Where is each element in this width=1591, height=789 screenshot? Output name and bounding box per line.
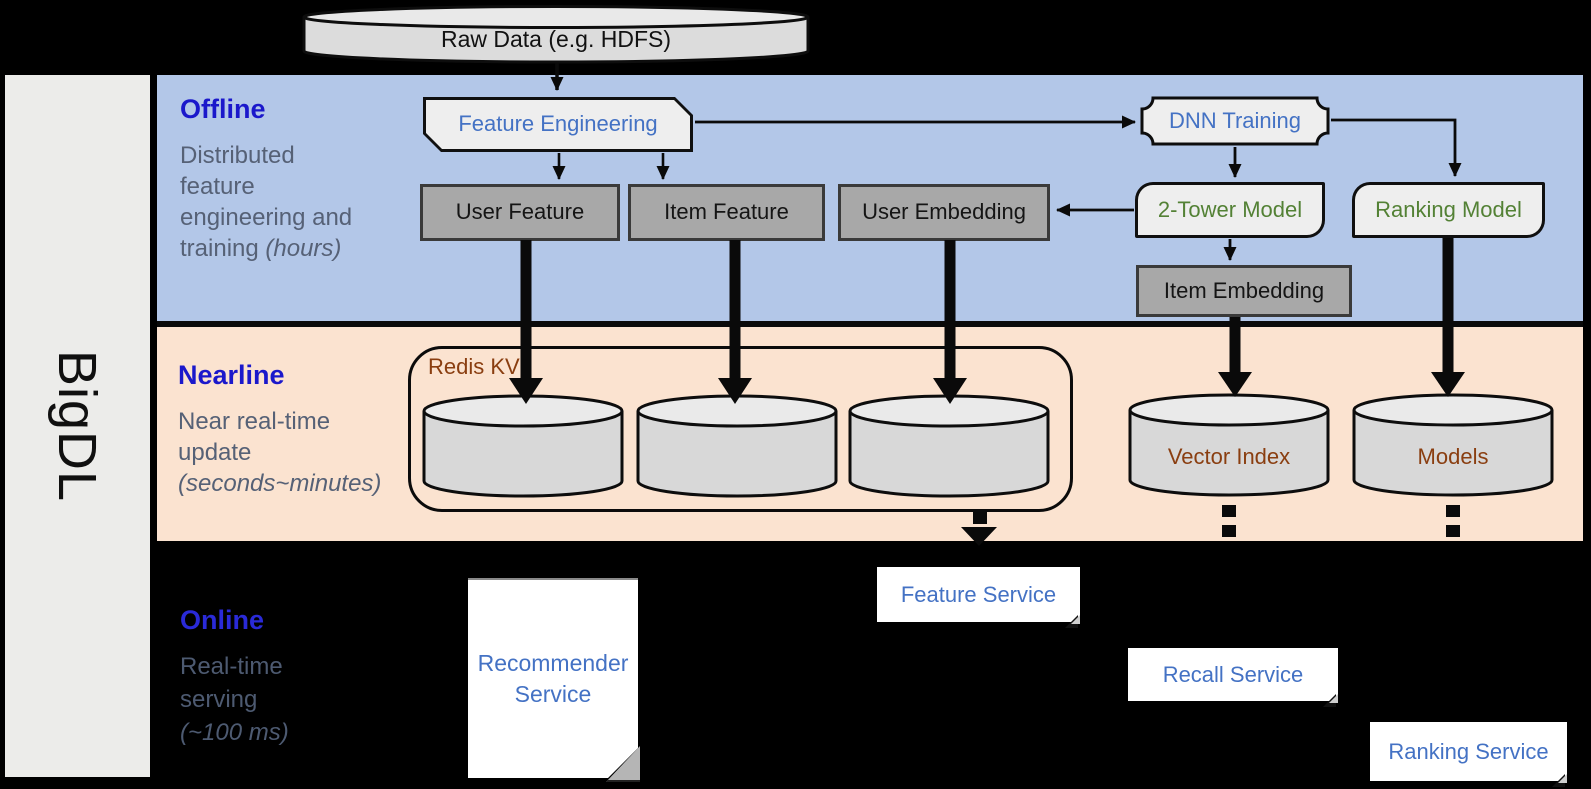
dnn-training-label: DNN Training [1168, 108, 1302, 133]
nearline-section-description: Near real-time update (seconds~minutes) [178, 406, 381, 499]
page-fold-shade [1558, 774, 1567, 783]
redis-cylinder-3 [846, 393, 1052, 505]
offline-desc-line4-text: training [180, 235, 266, 262]
dnn-training-node: DNN Training [1140, 96, 1330, 146]
recall-service-label: Recall Service [1162, 661, 1304, 687]
nearline-desc-line2: update [178, 439, 252, 466]
offline-desc-line4: training (hours) [180, 233, 352, 264]
ranking-model-node: Ranking Model [1352, 182, 1545, 238]
user-feature-node: User Feature [420, 184, 620, 241]
online-desc-line2: serving [180, 686, 258, 713]
online-section-description: Real-time serving (~100 ms) [180, 650, 289, 749]
plaque-shape [1140, 96, 1330, 146]
offline-desc-line3: engineering and [180, 204, 353, 231]
models-label: Models [1417, 444, 1489, 469]
bigdl-sidebar: BigDL [5, 75, 150, 777]
raw-data-cylinder: Raw Data (e.g. HDFS) [298, 4, 814, 66]
nearline-desc-line1: Near real-time [178, 408, 331, 435]
offline-section-label: Offline [180, 94, 266, 124]
page-fold-shade [1329, 694, 1338, 703]
band-divider [157, 321, 1583, 327]
recommender-service-node: Recommender Service [468, 578, 640, 782]
online-section-label: Online [180, 605, 265, 635]
user-embedding-node: User Embedding [838, 184, 1050, 241]
bigdl-logo-text: BigDL [47, 349, 108, 503]
feature-service-node: Feature Service [877, 567, 1080, 628]
online-desc-line3: (~100 ms) [180, 719, 289, 746]
redis-cylinder-2 [634, 393, 840, 505]
recommender-service-label-line2: Service [514, 681, 592, 707]
item-feature-node: Item Feature [628, 184, 825, 241]
nearline-section-label: Nearline [178, 360, 285, 390]
redis-kv-container: Redis KV [408, 346, 1073, 512]
feature-engineering-label: Feature Engineering [426, 100, 690, 149]
recommender-service-page: Recommender Service [468, 578, 638, 778]
vector-index-label: Vector Index [1167, 444, 1291, 469]
redis-kv-label: Redis KV [428, 354, 520, 379]
nearline-desc-line3: (seconds~minutes) [178, 470, 382, 497]
vector-index-cylinder: Vector Index [1126, 392, 1332, 504]
offline-desc-line1: Distributed [180, 142, 295, 169]
offline-desc-line4-italic: (hours) [265, 235, 342, 262]
cylinder-shape [302, 5, 810, 64]
online-desc-line1: Real-time [180, 653, 283, 680]
ranking-service-node: Ranking Service [1370, 722, 1567, 787]
feature-service-label: Feature Service [900, 581, 1057, 607]
recommender-service-label-line1: Recommender [477, 650, 629, 676]
offline-desc-line2: feature [180, 173, 255, 200]
two-tower-model-node: 2-Tower Model [1135, 182, 1325, 238]
offline-section-description: Distributed feature engineering and trai… [180, 140, 352, 264]
raw-data-label: Raw Data (e.g. HDFS) [440, 25, 672, 52]
models-cylinder: Models [1350, 392, 1556, 504]
redis-cylinder-1 [420, 393, 626, 505]
item-embedding-node: Item Embedding [1136, 265, 1352, 317]
feature-engineering-node: Feature Engineering [423, 97, 693, 152]
ranking-service-label: Ranking Service [1388, 738, 1549, 764]
recall-service-node: Recall Service [1128, 648, 1338, 707]
page-fold-shade [1071, 615, 1080, 624]
